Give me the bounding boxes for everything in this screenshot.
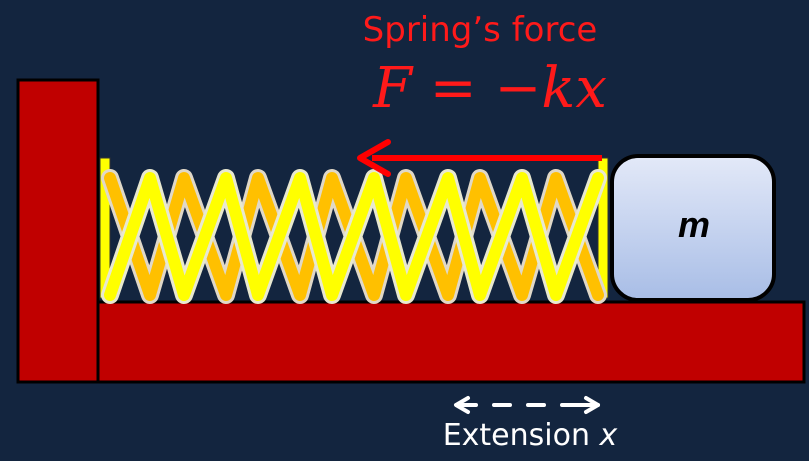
mass-block: [610, 154, 776, 302]
spring-coils-front: [101, 169, 607, 304]
extension-text: Extension: [442, 418, 590, 453]
floor: [96, 300, 806, 384]
extension-double-arrow-icon: [454, 396, 600, 414]
force-arrow-left-icon: [357, 139, 602, 177]
force-equation: F = −kx: [373, 56, 607, 121]
mass-label: m: [677, 204, 710, 245]
extension-label: Extension x: [400, 418, 660, 453]
wall: [16, 78, 100, 384]
force-title: Spring’s force: [362, 10, 598, 50]
extension-variable: x: [599, 418, 618, 453]
